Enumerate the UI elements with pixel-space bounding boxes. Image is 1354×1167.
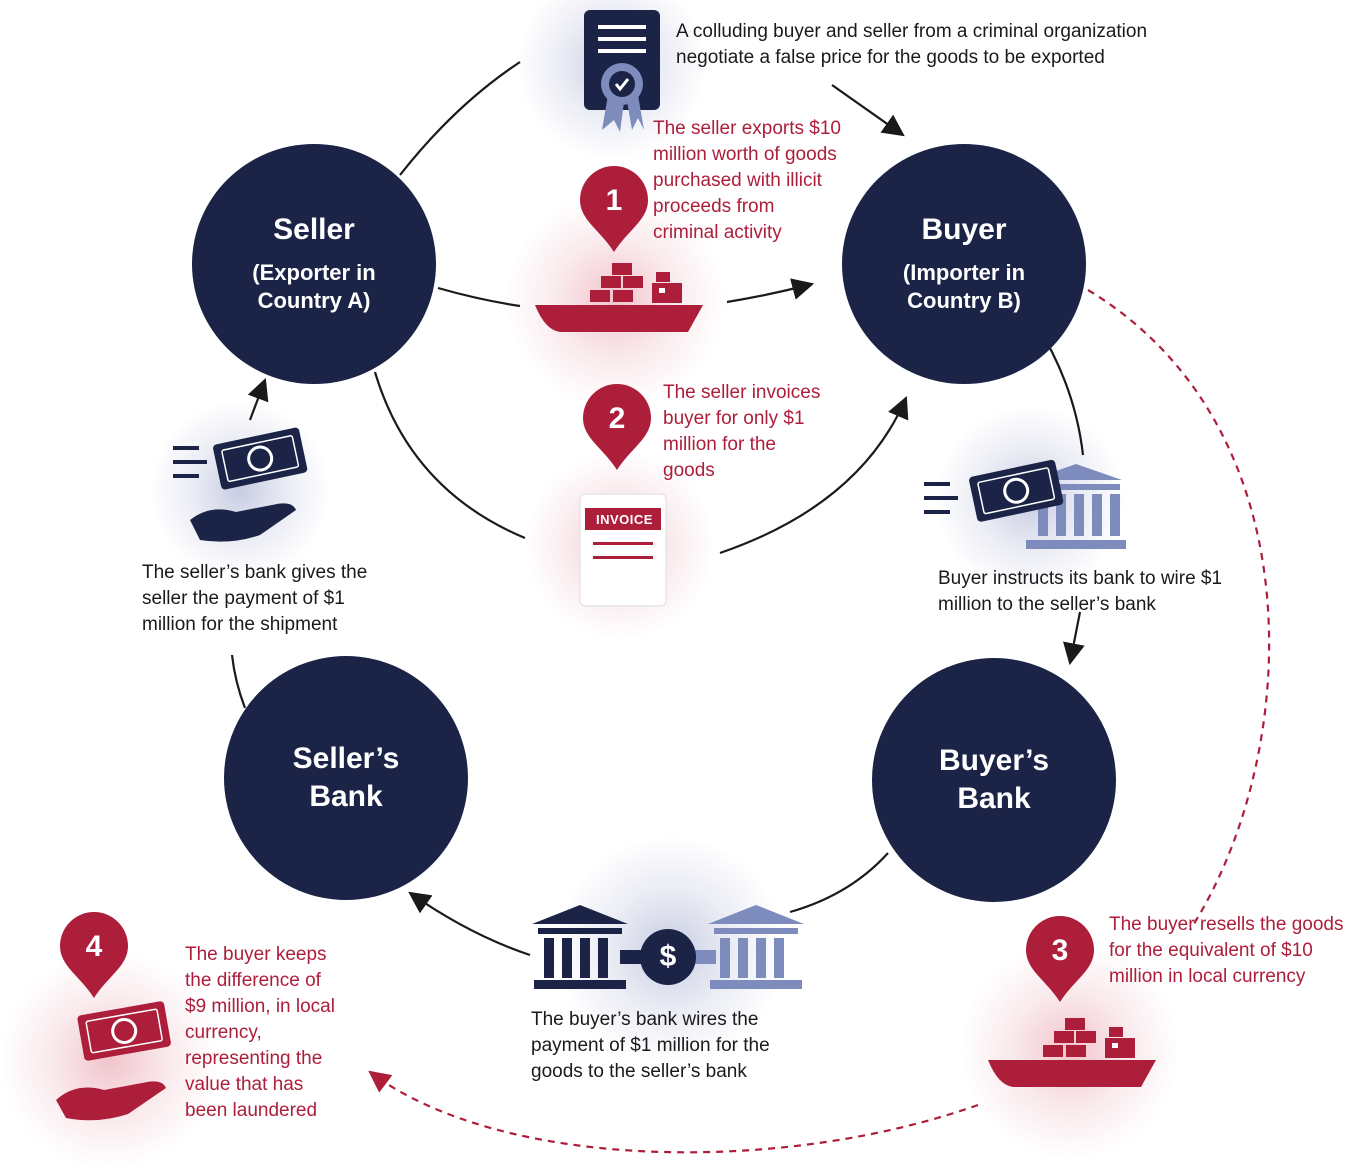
buyers-bank-node: Buyer’s Bank	[872, 658, 1116, 902]
buyer-node: Buyer (Importer in Country B)	[842, 144, 1086, 384]
money-hand-icon	[173, 427, 308, 542]
connector-buyers-bank	[789, 852, 889, 914]
invoice-label: INVOICE	[596, 512, 653, 527]
cargo-ship-icon-resale	[988, 1018, 1156, 1087]
pin-2-shape	[583, 384, 651, 470]
step-2-badge: 2	[608, 402, 626, 435]
caption-step-1: The seller exports $10 million worth of …	[653, 118, 841, 243]
buyer-subtitle: (Importer in Country B)	[902, 260, 1026, 313]
pin-4-shape	[60, 912, 128, 998]
pin-1-shape	[580, 166, 648, 252]
connector-sellers-bank-up	[230, 654, 247, 709]
sellers-bank-title: Seller’s Bank	[292, 742, 400, 813]
buyer-title: Buyer	[921, 213, 1007, 246]
caption-wire-instruct: Buyer instructs its bank to wire $1 mill…	[938, 568, 1223, 615]
step-3-badge: 3	[1051, 934, 1069, 967]
cargo-ship-icon	[535, 263, 703, 332]
connector-invoice-left	[373, 371, 526, 540]
caption-step-2: The seller invoices buyer for only $1 mi…	[663, 382, 821, 481]
caption-step-4: The buyer keeps the difference of $9 mil…	[185, 944, 335, 1121]
step-4-badge: 4	[85, 930, 103, 963]
connector-seller-top	[399, 61, 521, 176]
dashed-buyer-to-resale	[1087, 289, 1271, 931]
invoice-icon	[579, 493, 667, 607]
pin-3-shape	[1026, 916, 1094, 1002]
caption-step-3: The buyer resells the goods for the equi…	[1109, 914, 1344, 987]
money-hand-icon-laundered	[56, 1001, 171, 1121]
sellers-bank-node: Seller’s Bank	[224, 656, 468, 900]
arrow-to-buyer-top	[831, 84, 905, 137]
seller-node: Seller (Exporter in Country A)	[192, 144, 436, 384]
caption-negotiate: A colluding buyer and seller from a crim…	[676, 21, 1148, 68]
dollar-icon: $	[659, 940, 677, 973]
connectors	[230, 61, 1085, 957]
seller-title: Seller	[273, 213, 355, 246]
caption-bank-wire: The buyer’s bank wires the payment of $1…	[531, 1009, 770, 1082]
bank-transfer-icon	[532, 905, 804, 989]
arrow-to-seller	[247, 377, 269, 421]
arrow-ship-to-buyer	[726, 278, 815, 304]
arrow-to-sellers-bank	[408, 891, 531, 957]
connector-ship-left	[437, 286, 521, 308]
dashed-loop	[368, 289, 1271, 1154]
step-1-badge: 1	[605, 184, 623, 217]
money-bank-icon	[924, 459, 1126, 549]
certificate-icon	[584, 10, 660, 132]
arrow-invoice-to-buyer	[719, 395, 909, 555]
arrow-to-buyers-bank	[1063, 611, 1085, 666]
dashed-resale-to-keep	[368, 1070, 979, 1154]
buyers-bank-title: Buyer’s Bank	[938, 744, 1050, 815]
seller-subtitle: (Exporter in Country A)	[252, 260, 376, 313]
caption-seller-paid: The seller’s bank gives the seller the p…	[142, 562, 368, 635]
